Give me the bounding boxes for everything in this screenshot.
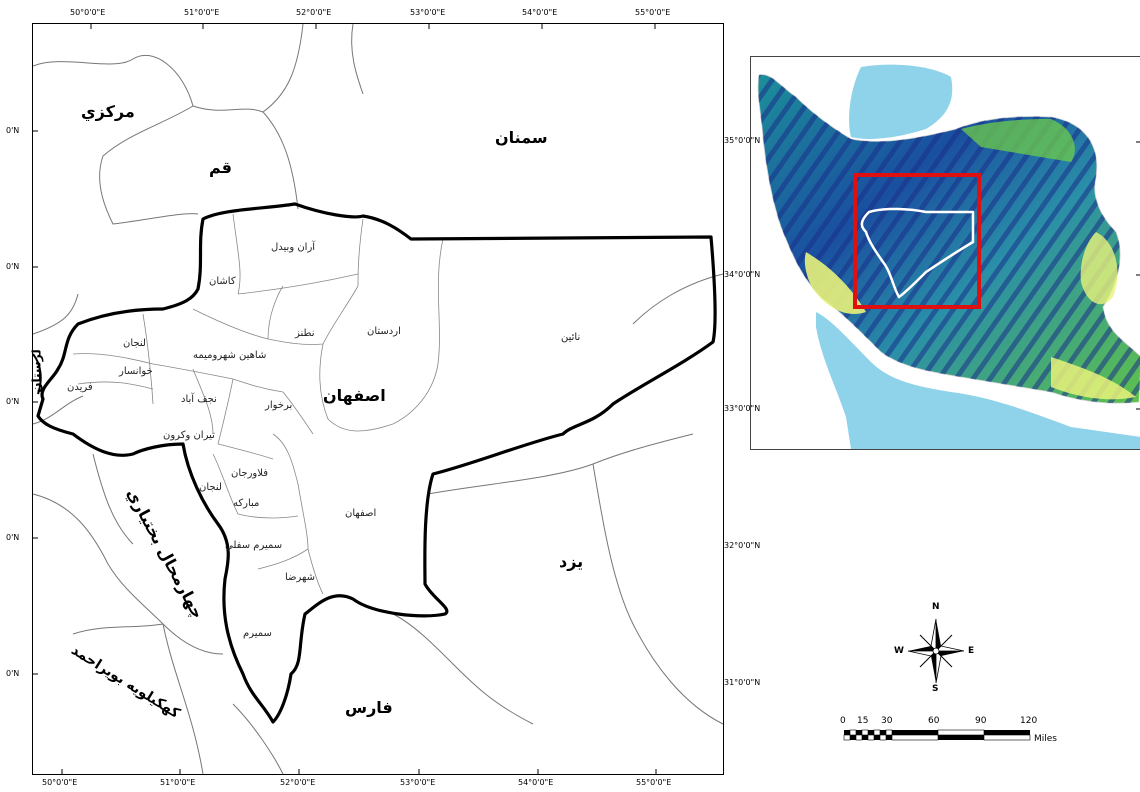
top-lon-tick-2: 51°0'0"E <box>184 8 220 17</box>
county-label-lelan: لنجان <box>123 338 146 349</box>
compass-w: W <box>894 646 904 656</box>
county-label-shahreza: شهرضا <box>285 572 316 583</box>
county-label-natanz: نطنز <box>295 328 315 339</box>
scale-label-0: 0 <box>840 716 846 726</box>
compass-s: S <box>932 684 939 694</box>
left-lat-tick-4: 0'N <box>6 533 20 542</box>
inset-lat-tick-1: 35°0'0"N <box>724 136 761 145</box>
scale-unit: Miles <box>1034 734 1057 744</box>
bottom-lon-tick-6: 55°0'0"E <box>636 778 672 787</box>
top-lon-tick-1: 50°0'0"E <box>70 8 106 17</box>
study-area-box <box>853 173 981 309</box>
county-label-semirom: سميرم <box>243 628 272 639</box>
province-boundaries <box>32 23 724 775</box>
inset-map-svg <box>757 64 1140 449</box>
desert-patch-southeast <box>1051 357 1136 400</box>
caspian-sea <box>849 64 953 140</box>
scale-label-30: 30 <box>881 716 893 726</box>
desert-patch-east <box>1080 232 1118 305</box>
left-lat-tick-1: 0'N <box>6 126 20 135</box>
county-label-tiran: تيران وکرون <box>163 430 215 441</box>
scale-label-15: 15 <box>857 716 869 726</box>
top-lon-tick-3: 52°0'0"E <box>296 8 332 17</box>
county-label-mobarakeh: مبارکه <box>233 498 260 509</box>
desert-patch-southwest <box>804 252 866 315</box>
county-label-khansar: خوانسار <box>119 366 153 377</box>
inset-lat-tick-3: 33°0'0"N <box>724 404 761 413</box>
county-label-faridan: فريدن <box>67 382 93 393</box>
top-lon-tick-4: 53°0'0"E <box>410 8 446 17</box>
left-lat-tick-5: 0'N <box>6 669 20 678</box>
bottom-lon-tick-4: 53°0'0"E <box>400 778 436 787</box>
county-label-aran-bidgol: آران وبيدل <box>271 242 316 253</box>
scale-label-90: 90 <box>975 716 987 726</box>
inset-ticks <box>1136 141 1140 410</box>
scale-label-120: 120 <box>1020 716 1038 726</box>
county-label-kashan: کاشان <box>209 276 236 287</box>
top-lon-tick-6: 55°0'0"E <box>635 8 671 17</box>
province-label-lorestan: لرستان <box>29 349 44 393</box>
bottom-lon-tick-1: 50°0'0"E <box>42 778 78 787</box>
county-label-falavarjan: فلاورجان <box>231 468 268 479</box>
county-label-ardestan: اردستان <box>367 326 401 337</box>
county-label-lenjan: لنجان <box>199 482 222 493</box>
esfahan-inset-outline <box>860 207 975 299</box>
province-label-fars: فارس <box>345 698 393 717</box>
county-boundaries <box>72 213 444 595</box>
main-map-svg <box>32 23 724 775</box>
compass-rose-icon <box>907 618 965 684</box>
inset-lat-tick-2: 34°0'0"N <box>724 270 761 279</box>
persian-gulf <box>816 312 1140 449</box>
lowland-north <box>961 119 1075 162</box>
province-label-markazi: مرکزي <box>81 102 135 121</box>
mountain-ridges <box>758 74 1140 404</box>
scale-bar-graphic <box>843 729 1031 741</box>
compass-n: N <box>932 602 940 612</box>
province-label-esfahan: اصفهان <box>323 386 386 405</box>
county-label-shahin-shahr: شاهين شهرومیمه <box>193 350 267 361</box>
province-label-qom: قم <box>209 158 233 177</box>
main-map: مرکزي قم سمنان اصفهان يزد فارس چهارمحال … <box>29 23 724 775</box>
lorestan-edge <box>32 353 42 395</box>
bottom-lon-tick-2: 51°0'0"E <box>160 778 196 787</box>
county-label-najafabad: نجف آباد <box>181 394 217 405</box>
left-lat-tick-2: 0'N <box>6 262 20 271</box>
county-label-semirom-sofla: سميرم سفلي <box>225 540 283 551</box>
compass-e: E <box>968 646 975 656</box>
inset-lat-tick-4: 32°0'0"N <box>724 541 761 550</box>
bottom-lon-tick-3: 52°0'0"E <box>280 778 316 787</box>
left-lat-tick-3: 0'N <box>6 397 20 406</box>
province-label-yazd: يزد <box>559 552 584 571</box>
county-label-esfahan: اصفهان <box>345 508 377 519</box>
bottom-lon-tick-5: 54°0'0"E <box>518 778 554 787</box>
esfahan-outline <box>36 202 717 724</box>
inset-map <box>750 56 1140 450</box>
county-label-borkhar: برخوار <box>265 400 293 411</box>
north-arrow: N S W E <box>894 602 975 694</box>
top-lon-tick-5: 54°0'0"E <box>522 8 558 17</box>
scale-label-60: 60 <box>928 716 940 726</box>
inset-lat-tick-5: 31°0'0"N <box>724 678 761 687</box>
scale-bar: 0 15 30 60 90 120 Miles <box>840 716 1070 746</box>
county-label-naein: نائين <box>561 332 581 343</box>
province-label-semnan: سمنان <box>495 128 548 147</box>
grid-ticks <box>33 24 657 774</box>
